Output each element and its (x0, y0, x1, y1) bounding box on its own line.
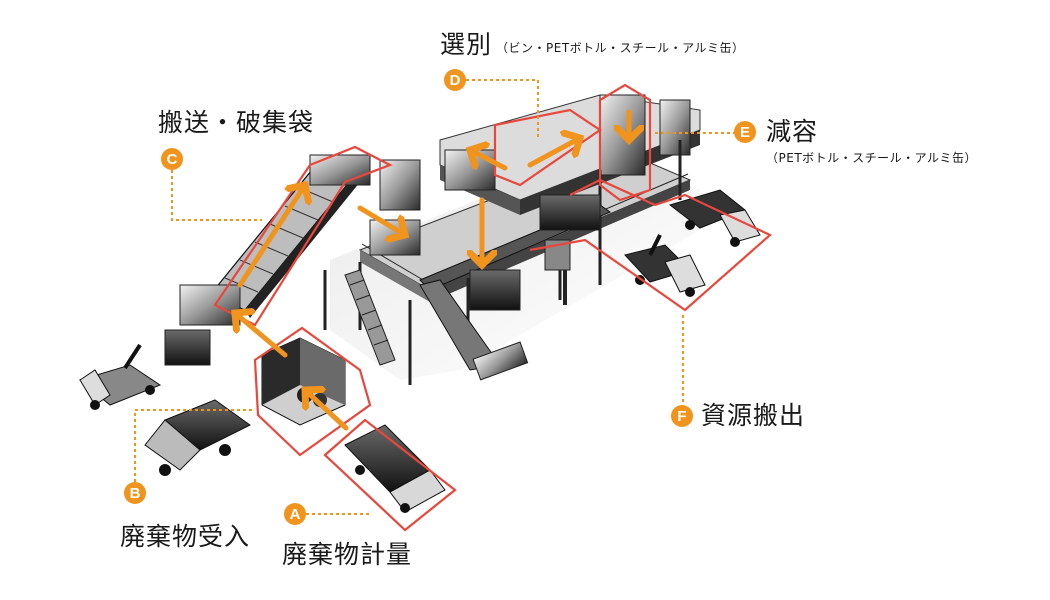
badge-C: C (161, 148, 183, 170)
area-outline-E (598, 83, 652, 202)
leader-line-C (171, 170, 262, 221)
stage-label-B: 廃棄物受入 (120, 522, 251, 551)
dump-truck-export (668, 189, 761, 247)
machinery (369, 159, 601, 311)
garbage-truck-receiving (144, 399, 251, 476)
garbage-truck-weighing (344, 424, 446, 513)
flow-arrow-sort-left (470, 150, 508, 171)
area-outline-B (253, 326, 372, 457)
stage-sub-E: （PETボトル・スチール・アルミ缶） (766, 151, 978, 165)
staircase (344, 269, 396, 366)
arm-roll-truck-export (624, 234, 706, 297)
badge-D: D (444, 69, 466, 91)
stage-label-A: 廃棄物計量 (282, 540, 413, 569)
area-outline-F (529, 178, 772, 312)
area-outline-A (323, 418, 457, 532)
flow-arrow-sort-right (527, 138, 580, 168)
stage-label-D: 選別 (440, 30, 493, 59)
flow-arrow-truck-to-pit (305, 390, 349, 431)
flow-arrow-conveyor-up (237, 185, 305, 288)
stage-label-E: 減容 (766, 117, 819, 146)
stage-label-C: 搬送・破集袋 (158, 108, 315, 137)
leader-line-D (466, 79, 539, 140)
leader-line-B (134, 409, 255, 482)
stage-sub-D: （ビン・PETボトル・スチール・アルミ缶） (496, 41, 745, 55)
badge-F: F (671, 405, 693, 427)
badge-B: B (124, 482, 146, 504)
badge-A: A (284, 503, 306, 525)
flow-arrow-pit-to-conveyor (235, 313, 288, 358)
badge-E: E (734, 121, 756, 143)
arm-roll-truck-left (78, 343, 162, 410)
stage-label-F: 資源搬出 (701, 401, 806, 430)
flow-arrow-to-sorter (357, 205, 405, 235)
